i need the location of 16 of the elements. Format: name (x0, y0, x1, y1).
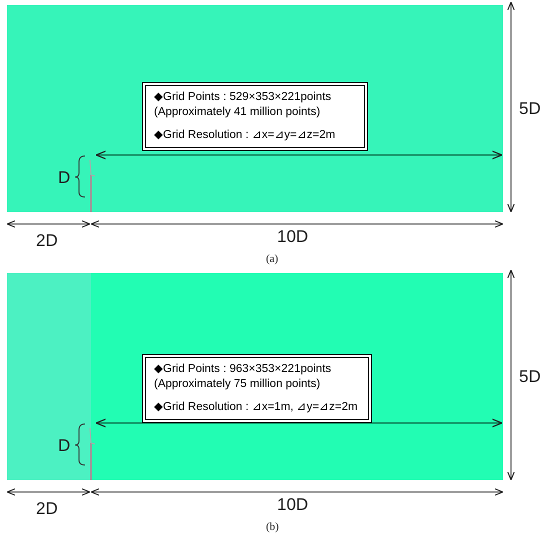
dimension-label: 10D (277, 228, 308, 245)
dimension-label: D (58, 437, 70, 454)
grid-points-text: ◆Grid Points : 963×353×221points (Approximately 75 million points) (154, 362, 332, 392)
dimension-label: D (58, 169, 70, 186)
grid-points-text: ◆Grid Points : 529×353×221points (Approximately 41 million points) (154, 90, 332, 120)
dimension-label: 2D (36, 232, 58, 249)
grid-resolution-text: ◆Grid Resolution : ⊿x=1m, ⊿y=⊿z=2m (154, 400, 359, 415)
info-box (142, 82, 368, 151)
dimension-label: 2D (36, 500, 58, 517)
dimension-label: 10D (277, 496, 308, 513)
dimension-label: 5D (519, 100, 541, 117)
panel-label: (a) (266, 254, 278, 265)
info-box (142, 354, 372, 423)
grid-resolution-text: ◆Grid Resolution : ⊿x=⊿y=⊿z=2m (154, 128, 336, 143)
panel-label: (b) (266, 522, 279, 533)
dimension-label: 5D (519, 368, 541, 385)
